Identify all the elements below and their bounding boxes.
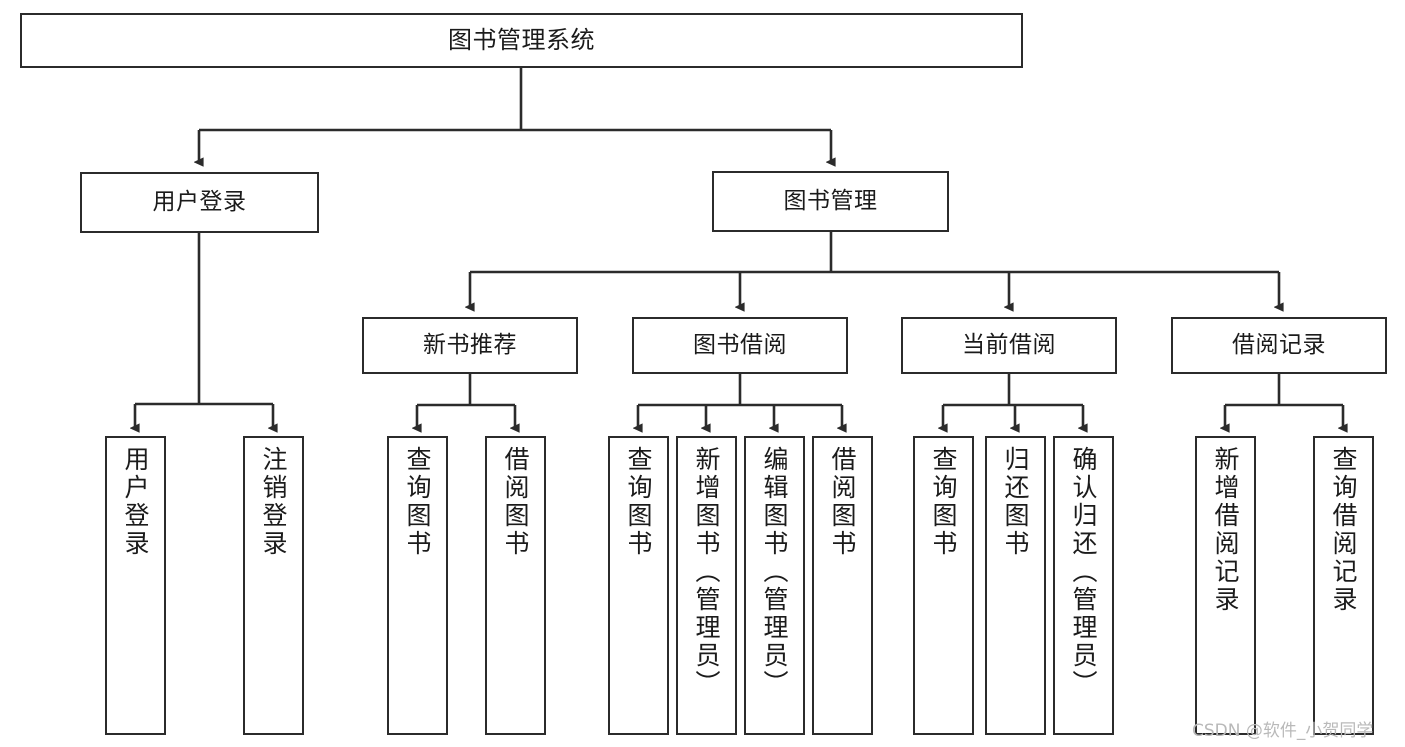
node-leaf-query-record[interactable]: 查询借阅记录 [1313, 436, 1374, 735]
node-leaf-add-book[interactable]: 新增图书（管理员） [676, 436, 737, 735]
node-label: 新增图书（管理员） [692, 446, 721, 698]
node-leaf-logout-login[interactable]: 注销登录 [243, 436, 304, 735]
node-label: 用户登录 [121, 446, 150, 558]
node-label: 查询借阅记录 [1329, 446, 1358, 614]
node-leaf-edit-book[interactable]: 编辑图书（管理员） [744, 436, 805, 735]
node-label: 图书管理系统 [448, 26, 595, 55]
node-label: 注销登录 [259, 446, 288, 558]
node-leaf-query-book-3[interactable]: 查询图书 [913, 436, 974, 735]
node-label: 查询图书 [929, 446, 958, 558]
node-leaf-add-record[interactable]: 新增借阅记录 [1195, 436, 1256, 735]
node-leaf-query-book-1[interactable]: 查询图书 [387, 436, 448, 735]
node-new-book-recommend[interactable]: 新书推荐 [362, 317, 578, 374]
node-label: 归还图书 [1001, 446, 1030, 558]
node-label: 新增借阅记录 [1211, 446, 1240, 614]
node-label: 图书管理 [783, 187, 878, 214]
node-root-system[interactable]: 图书管理系统 [20, 13, 1023, 68]
node-leaf-query-book-2[interactable]: 查询图书 [608, 436, 669, 735]
node-leaf-return-book[interactable]: 归还图书 [985, 436, 1046, 735]
node-label: 当前借阅 [962, 331, 1056, 358]
node-borrow-record[interactable]: 借阅记录 [1171, 317, 1387, 374]
node-label: 查询图书 [624, 446, 653, 558]
node-label: 借阅图书 [828, 446, 857, 558]
node-book-borrow[interactable]: 图书借阅 [632, 317, 848, 374]
node-leaf-user-login[interactable]: 用户登录 [105, 436, 166, 735]
node-label: 编辑图书（管理员） [760, 446, 789, 698]
node-label: 确认归还（管理员） [1069, 446, 1098, 698]
node-label: 借阅记录 [1232, 331, 1326, 358]
node-book-manage[interactable]: 图书管理 [712, 171, 949, 232]
watermark-text: CSDN @软件_小贺同学 [1192, 721, 1374, 741]
node-label: 查询图书 [403, 446, 432, 558]
node-leaf-confirm-return[interactable]: 确认归还（管理员） [1053, 436, 1114, 735]
node-user-login[interactable]: 用户登录 [80, 172, 319, 233]
node-current-borrow[interactable]: 当前借阅 [901, 317, 1117, 374]
node-leaf-borrow-book-1[interactable]: 借阅图书 [485, 436, 546, 735]
node-label: 新书推荐 [423, 331, 517, 358]
node-leaf-borrow-book-2[interactable]: 借阅图书 [812, 436, 873, 735]
node-label: 用户登录 [152, 188, 247, 215]
node-label: 借阅图书 [501, 446, 530, 558]
node-label: 图书借阅 [693, 331, 787, 358]
